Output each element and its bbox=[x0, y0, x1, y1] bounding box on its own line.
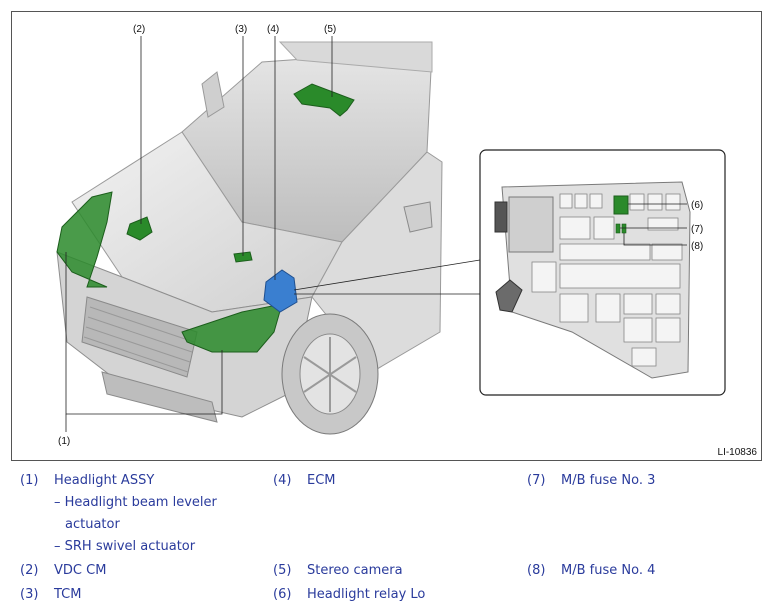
mb-fuse-no-3 bbox=[615, 223, 621, 234]
callout-6: (6) bbox=[691, 200, 703, 211]
main-fuse-box-inset bbox=[479, 149, 726, 396]
headlight-assy-left bbox=[56, 191, 113, 288]
legend-num: (6) bbox=[273, 587, 292, 602]
headlight-assy-right bbox=[181, 303, 283, 353]
legend-num: (7) bbox=[527, 473, 546, 488]
car-body bbox=[56, 41, 443, 435]
legend-item-6: (6) Headlight relay Lo bbox=[273, 587, 425, 602]
legend-label: M/B fuse No. 3 bbox=[561, 473, 656, 488]
legend-num: (8) bbox=[527, 563, 546, 578]
legend-num: (5) bbox=[273, 563, 292, 578]
callout-2: (2) bbox=[133, 24, 145, 35]
legend-subitem: – SRH swivel actuator bbox=[54, 539, 196, 554]
ecm bbox=[263, 269, 298, 313]
legend-item-4: (4) ECM bbox=[273, 473, 336, 488]
callout-1: (1) bbox=[58, 436, 70, 447]
legend-label: Headlight ASSY bbox=[54, 473, 155, 488]
callout-4: (4) bbox=[267, 24, 279, 35]
legend-item-3: (3) TCM bbox=[20, 587, 81, 602]
legend-num: (2) bbox=[20, 563, 39, 578]
legend-item-2: (2) VDC CM bbox=[20, 563, 106, 578]
callout-8: (8) bbox=[691, 241, 703, 252]
legend-num: (3) bbox=[20, 587, 39, 602]
legend-num: (4) bbox=[273, 473, 292, 488]
legend-item-7: (7) M/B fuse No. 3 bbox=[527, 473, 655, 488]
stereo-camera bbox=[293, 83, 355, 117]
legend-subitem: – Headlight beam leveler bbox=[54, 495, 217, 510]
headlight-relay-lo bbox=[613, 195, 629, 215]
callout-5: (5) bbox=[324, 24, 336, 35]
vehicle-illustration: (2) (3) (4) (5) (1) (6) (7) (8) bbox=[56, 24, 726, 447]
legend-label: Headlight relay Lo bbox=[307, 587, 426, 602]
callout-3: (3) bbox=[235, 24, 247, 35]
legend-item-1: (1) Headlight ASSY bbox=[20, 473, 154, 488]
tcm bbox=[233, 251, 253, 263]
callout-leader-lines bbox=[65, 36, 333, 432]
component-location-figure: (2) (3) (4) (5) (1) (6) (7) (8) LI-10836 bbox=[11, 11, 762, 461]
legend-label: TCM bbox=[54, 587, 82, 602]
callout-7: (7) bbox=[691, 224, 703, 235]
legend-label: M/B fuse No. 4 bbox=[561, 563, 656, 578]
legend-label: Stereo camera bbox=[307, 563, 403, 578]
legend-item-5: (5) Stereo camera bbox=[273, 563, 403, 578]
legend-label: ECM bbox=[307, 473, 336, 488]
inset-connector-lines bbox=[293, 259, 481, 295]
legend-subitem-cont: actuator bbox=[65, 517, 120, 532]
figure-id: LI-10836 bbox=[717, 447, 757, 458]
legend-item-8: (8) M/B fuse No. 4 bbox=[527, 563, 655, 578]
legend-label: VDC CM bbox=[54, 563, 107, 578]
legend-num: (1) bbox=[20, 473, 39, 488]
mb-fuse-no-4 bbox=[621, 223, 627, 234]
vdc-cm bbox=[126, 216, 153, 241]
